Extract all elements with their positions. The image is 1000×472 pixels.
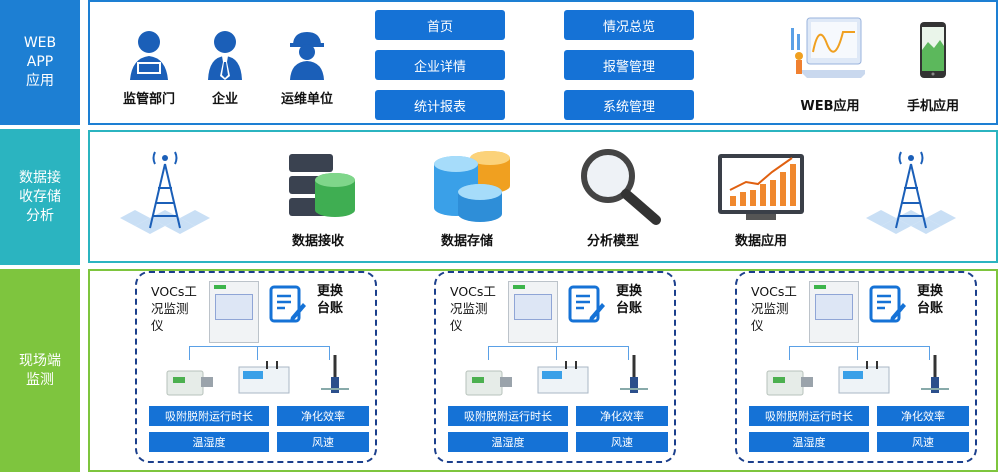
pipeline-label-storage: 数据存储 — [440, 234, 493, 249]
station-title: VOCs工 况监测 仪 — [450, 284, 496, 333]
magnifier-icon — [581, 149, 661, 225]
ledger-document-icon — [869, 285, 906, 323]
section-label-field-monitor: 现场端 监测 — [0, 269, 80, 472]
user-label-enterprise: 企业 — [211, 92, 238, 107]
monitor-station: VOCs工 况监测 仪 更换 台账 吸附脱附运行时长 净化效率 温湿度 风速 — [135, 271, 377, 463]
flow-sensor-icon — [465, 370, 512, 396]
nav-button-enterprise-detail[interactable]: 企业详情 — [375, 50, 505, 80]
supervisor-icon — [130, 31, 168, 80]
pipeline-label-application: 数据应用 — [734, 234, 787, 249]
metric-adsorption-runtime: 吸附脱附运行时长 — [749, 406, 869, 426]
enterprise-icon — [208, 31, 242, 80]
signal-tower-icon — [866, 151, 956, 234]
metric-purification-efficiency: 净化效率 — [277, 406, 369, 426]
metric-wind-speed: 风速 — [877, 432, 969, 452]
monitor-device-icon — [209, 281, 259, 343]
section-label-data-receive: 数据接 收存储 分析 — [0, 129, 80, 265]
user-label-supervisor: 监管部门 — [122, 92, 175, 107]
metric-adsorption-runtime: 吸附脱附运行时长 — [448, 406, 568, 426]
controller-module-icon — [838, 361, 890, 394]
panel-data-receive — [88, 130, 998, 263]
nav-button-system-management[interactable]: 系统管理 — [564, 90, 694, 120]
monitor-device-icon — [809, 281, 859, 343]
data-receive-icon — [289, 154, 355, 217]
user-label-maintenance: 运维单位 — [280, 92, 333, 107]
panel-field-monitor — [88, 269, 998, 472]
ledger-document-icon — [269, 285, 306, 323]
pipeline-label-model: 分析模型 — [586, 234, 639, 249]
controller-module-icon — [238, 361, 290, 394]
app-label-web: WEB应用 — [800, 99, 860, 114]
data-storage-icon — [434, 151, 510, 222]
pipeline-label-receive: 数据接收 — [291, 234, 344, 249]
metric-temperature-humidity: 温湿度 — [149, 432, 269, 452]
mobile-phone-icon — [920, 22, 946, 78]
flow-sensor-icon — [166, 370, 213, 396]
nav-button-statistics-report[interactable]: 统计报表 — [375, 90, 505, 120]
maintenance-worker-icon — [290, 32, 324, 80]
ledger-document-icon — [568, 285, 605, 323]
flow-sensor-icon — [766, 370, 813, 396]
app-label-mobile: 手机应用 — [906, 99, 959, 114]
metric-adsorption-runtime: 吸附脱附运行时长 — [149, 406, 269, 426]
swap-ledger-label: 更换 台账 — [317, 284, 344, 316]
nav-button-home[interactable]: 首页 — [375, 10, 505, 40]
monitor-station: VOCs工 况监测 仪 更换 台账 吸附脱附运行时长 净化效率 温湿度 风速 — [434, 271, 676, 463]
web-application-icon — [791, 17, 865, 78]
probe-sensor-icon — [921, 355, 949, 393]
probe-sensor-icon — [620, 355, 648, 393]
section-label-web-app: WEB APP 应用 — [0, 0, 80, 125]
signal-tower-icon — [120, 151, 210, 234]
monitor-device-icon — [508, 281, 558, 343]
metric-temperature-humidity: 温湿度 — [448, 432, 568, 452]
station-title: VOCs工 况监测 仪 — [751, 284, 797, 333]
panel-web-app — [88, 0, 998, 125]
metric-purification-efficiency: 净化效率 — [576, 406, 668, 426]
probe-sensor-icon — [321, 355, 349, 393]
nav-button-alarm-management[interactable]: 报警管理 — [564, 50, 694, 80]
swap-ledger-label: 更换 台账 — [917, 284, 944, 316]
station-title: VOCs工 况监测 仪 — [151, 284, 197, 333]
swap-ledger-label: 更换 台账 — [616, 284, 643, 316]
metric-purification-efficiency: 净化效率 — [877, 406, 969, 426]
monitor-station: VOCs工 况监测 仪 更换 台账 吸附脱附运行时长 净化效率 温湿度 风速 — [735, 271, 977, 463]
metric-wind-speed: 风速 — [576, 432, 668, 452]
nav-button-overview[interactable]: 情况总览 — [564, 10, 694, 40]
metric-temperature-humidity: 温湿度 — [749, 432, 869, 452]
metric-wind-speed: 风速 — [277, 432, 369, 452]
data-application-icon — [718, 154, 804, 220]
controller-module-icon — [537, 361, 589, 394]
